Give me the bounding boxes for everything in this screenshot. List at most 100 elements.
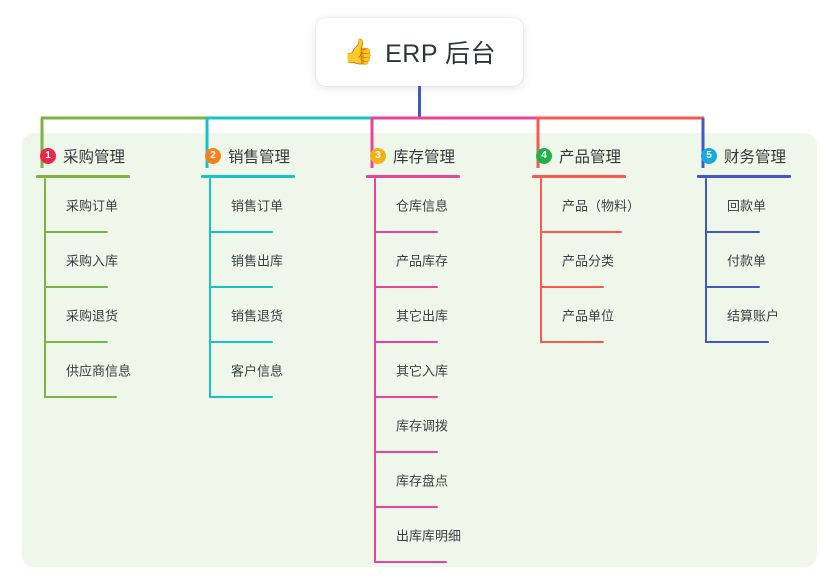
branch-leaf-label: 销售退货 (231, 308, 284, 324)
branch-leaf-underline (209, 341, 273, 343)
branch-leaf-item[interactable]: 供应商信息 (44, 343, 187, 398)
branch-trunk-line (209, 178, 211, 398)
branch-body-2: 销售订单销售出库销售退货客户信息 (209, 178, 352, 398)
branch-leaf-item[interactable]: 销售订单 (209, 178, 352, 233)
branch-leaf-item[interactable]: 采购退货 (44, 288, 187, 343)
branch-leaf-label: 其它出库 (396, 308, 449, 324)
branch-leaf-underline (374, 341, 438, 343)
branch-leaf-underline (209, 231, 273, 233)
branch-leaf-label: 出库库明细 (396, 528, 462, 544)
branch-leaf-label: 销售订单 (231, 198, 284, 214)
branch-header-1[interactable]: 1 采购管理 (22, 133, 187, 178)
branch-leaf-item[interactable]: 仓库信息 (374, 178, 517, 233)
branch-leaf-item[interactable]: 付款单 (705, 233, 839, 288)
branch-leaf-underline (374, 396, 438, 398)
branch-header-4[interactable]: 4 产品管理 (518, 133, 683, 178)
branch-leaf-label: 客户信息 (231, 363, 284, 379)
branch-leaf-item[interactable]: 产品库存 (374, 233, 517, 288)
branch-leaf-label: 产品分类 (562, 253, 615, 269)
branch-trunk-line (374, 178, 376, 563)
branch-number-badge: 2 (205, 147, 221, 164)
branch-leaf-item[interactable]: 产品单位 (540, 288, 683, 343)
branch-leaf-item[interactable]: 销售退货 (209, 288, 352, 343)
branch-number-badge: 4 (536, 147, 552, 164)
branch-leaf-label: 采购订单 (66, 198, 119, 214)
branch-column-1: 1 采购管理采购订单采购入库采购退货供应商信息 (22, 133, 187, 398)
branch-leaf-item[interactable]: 销售出库 (209, 233, 352, 288)
branch-leaf-underline (540, 341, 604, 343)
branch-leaf-underline (374, 451, 438, 453)
root-node-card[interactable]: 👍 ERP 后台 (316, 18, 523, 86)
branch-leaf-label: 产品单位 (562, 308, 615, 324)
branch-leaf-underline (44, 286, 108, 288)
branch-leaf-label: 仓库信息 (396, 198, 449, 214)
branch-leaf-label: 库存调拨 (396, 418, 449, 434)
branch-trunk-line (540, 178, 542, 343)
branch-header-2[interactable]: 2 销售管理 (187, 133, 352, 178)
branch-leaf-label: 供应商信息 (66, 363, 132, 379)
branch-leaf-underline (374, 286, 438, 288)
branch-trunk-line (44, 178, 46, 398)
branch-leaf-underline (705, 286, 760, 288)
branch-title: 财务管理 (724, 148, 787, 166)
branch-body-1: 采购订单采购入库采购退货供应商信息 (44, 178, 187, 398)
branch-leaf-underline (705, 341, 769, 343)
branch-leaf-label: 产品（物料） (562, 198, 641, 214)
branch-leaf-item[interactable]: 其它入库 (374, 343, 517, 398)
branch-leaf-label: 产品库存 (396, 253, 449, 269)
branch-body-3: 仓库信息产品库存其它出库其它入库库存调拨库存盘点出库库明细 (374, 178, 517, 563)
branch-leaf-underline (374, 506, 438, 508)
root-node-title: ERP 后台 (385, 40, 497, 68)
branch-underline (201, 175, 295, 178)
branch-leaf-label: 库存盘点 (396, 473, 449, 489)
branch-leaf-item[interactable]: 库存调拨 (374, 398, 517, 453)
branch-leaf-item[interactable]: 产品分类 (540, 233, 683, 288)
branch-leaf-label: 采购入库 (66, 253, 119, 269)
branch-leaf-underline (44, 341, 108, 343)
branch-leaf-item[interactable]: 库存盘点 (374, 453, 517, 508)
branch-leaf-label: 回款单 (727, 198, 767, 214)
branch-underline (366, 175, 460, 178)
branch-leaf-item[interactable]: 产品（物料） (540, 178, 683, 233)
branch-body-5: 回款单付款单结算账户 (705, 178, 839, 343)
branch-leaf-label: 采购退货 (66, 308, 119, 324)
branch-leaf-underline (44, 231, 108, 233)
branch-underline (36, 175, 130, 178)
branch-leaf-item[interactable]: 回款单 (705, 178, 839, 233)
branch-trunk-line (705, 178, 707, 343)
branch-number-badge: 3 (370, 147, 386, 164)
branch-leaf-underline (374, 231, 438, 233)
branch-leaf-underline (374, 561, 447, 563)
branch-leaf-underline (209, 396, 273, 398)
branch-leaf-label: 付款单 (727, 253, 767, 269)
branch-leaf-item[interactable]: 其它出库 (374, 288, 517, 343)
branch-number-badge: 5 (701, 147, 717, 164)
branch-leaf-label: 销售出库 (231, 253, 284, 269)
branch-title: 销售管理 (228, 148, 291, 166)
branch-column-2: 2 销售管理销售订单销售出库销售退货客户信息 (187, 133, 352, 398)
branch-leaf-underline (705, 231, 760, 233)
branch-leaf-item[interactable]: 结算账户 (705, 288, 839, 343)
branch-leaf-underline (540, 231, 622, 233)
branch-leaf-item[interactable]: 采购入库 (44, 233, 187, 288)
branch-leaf-item[interactable]: 出库库明细 (374, 508, 517, 563)
branch-title: 产品管理 (559, 148, 622, 166)
branch-header-5[interactable]: 5 财务管理 (683, 133, 839, 178)
branch-number-badge: 1 (40, 147, 56, 164)
branch-leaf-underline (44, 396, 117, 398)
branch-column-4: 4 产品管理产品（物料） 产品分类产品单位 (518, 133, 683, 343)
branch-leaf-label: 其它入库 (396, 363, 449, 379)
branch-leaf-label: 结算账户 (727, 308, 780, 324)
branch-leaf-underline (209, 286, 273, 288)
branch-column-5: 5 财务管理回款单付款单结算账户 (683, 133, 839, 343)
branch-underline (532, 175, 626, 178)
branch-leaf-item[interactable]: 客户信息 (209, 343, 352, 398)
thumbs-up-icon: 👍 (342, 37, 375, 66)
branch-body-4: 产品（物料） 产品分类产品单位 (540, 178, 683, 343)
branch-columns: 1 采购管理采购订单采购入库采购退货供应商信息 2 销售管理销售订单销售出库销售退货客… (22, 133, 817, 567)
branch-leaf-item[interactable]: 采购订单 (44, 178, 187, 233)
branch-title: 采购管理 (63, 148, 126, 166)
